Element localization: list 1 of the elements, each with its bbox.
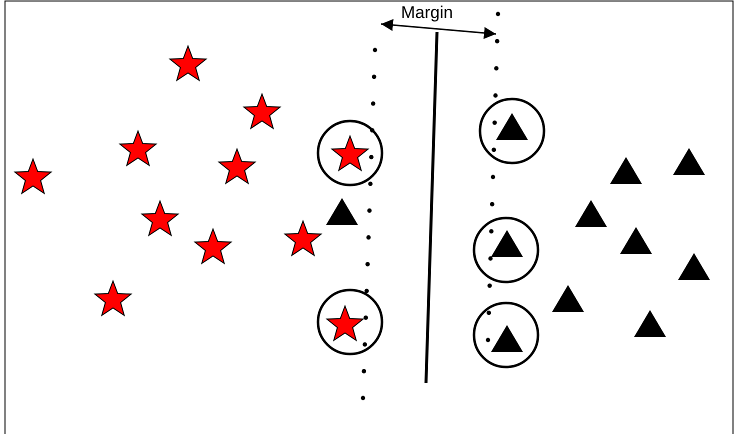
margin-label: Margin — [400, 4, 454, 22]
